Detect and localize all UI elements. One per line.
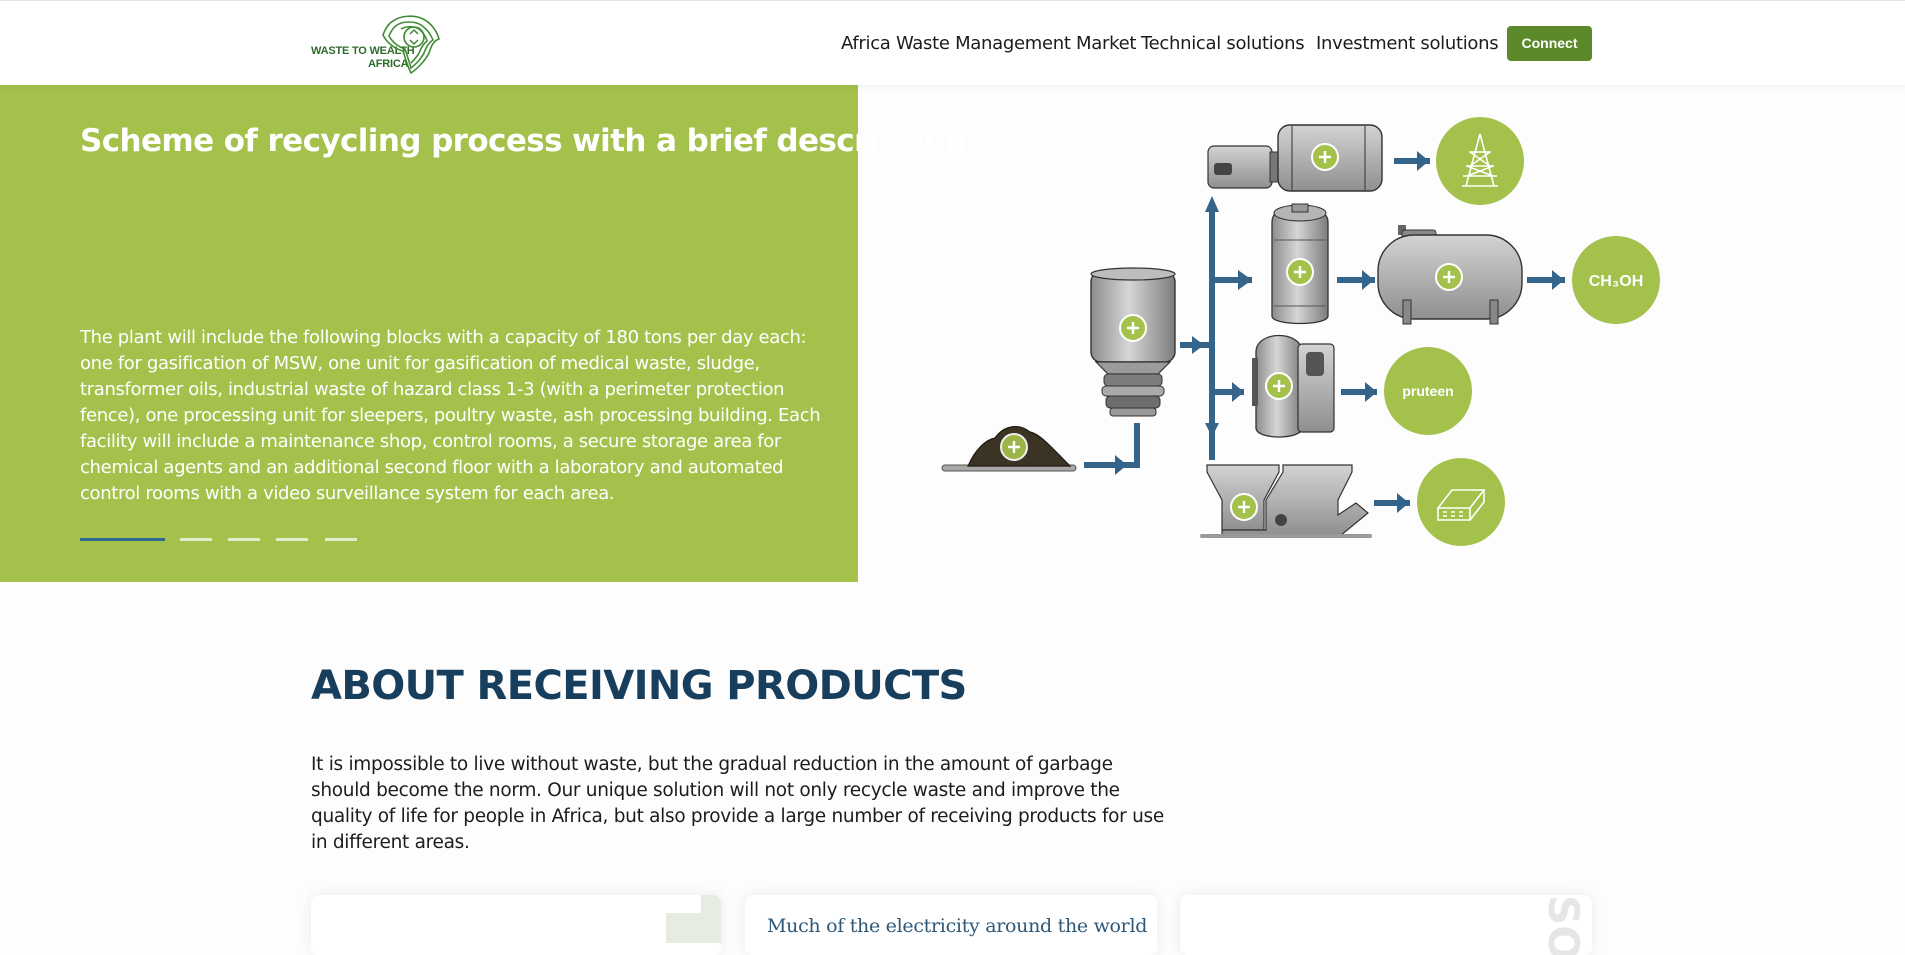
logo-text: WASTE TO WEALTH AFRICA	[311, 45, 415, 71]
output-methanol-label: CH₃OH	[1589, 273, 1644, 290]
card-side-text: SO	[1539, 895, 1588, 955]
slider-dot-2[interactable]	[180, 538, 212, 541]
about-text: It is impossible to live without waste, …	[311, 754, 1164, 853]
slider-dot-5[interactable]	[325, 538, 357, 541]
product-card-3[interactable]: SO	[1180, 895, 1592, 955]
output-pruteen-label: pruteen	[1402, 383, 1453, 399]
hero-panel: Scheme of recycling process with a brief…	[0, 85, 967, 582]
nav-technical-solutions[interactable]: Technical solutions	[1141, 33, 1305, 54]
generator-unit	[1207, 124, 1383, 192]
about-title: ABOUT RECEIVING PRODUCTS	[311, 663, 967, 709]
pipes	[1084, 151, 1565, 513]
bioreactor-unit	[1252, 334, 1335, 438]
product-card-1[interactable]	[311, 895, 721, 955]
nav-investment-solutions[interactable]: Investment solutions	[1316, 33, 1499, 54]
logo-line-1: WASTE TO WEALTH	[311, 45, 415, 57]
waste-pile	[941, 426, 1077, 472]
hero-title: Scheme of recycling process with a brief…	[80, 123, 967, 159]
hero-description: The plant will include the following blo…	[80, 327, 821, 504]
card-decoration	[701, 895, 721, 925]
output-building-block[interactable]	[1417, 458, 1505, 546]
output-electricity[interactable]	[1436, 117, 1524, 205]
nav-africa-waste-market[interactable]: Africa Waste Management Market	[841, 33, 1137, 54]
slider-dot-1[interactable]	[80, 538, 165, 541]
brick-block-icon	[1436, 489, 1486, 521]
output-methanol[interactable]: CH₃OH	[1572, 236, 1660, 324]
output-pruteen[interactable]: pruteen	[1384, 347, 1472, 435]
recycling-scheme-diagram: CH₃OH pruteen	[941, 117, 1660, 546]
hopper-unit	[1200, 464, 1372, 538]
site-header: WASTE TO WEALTH AFRICA Africa Waste Mana…	[0, 0, 1905, 85]
power-tower-icon	[1462, 133, 1498, 187]
africa-recycle-logo-icon	[382, 15, 440, 75]
storage-tank	[1377, 225, 1523, 325]
gasifier-vessel	[1090, 267, 1176, 417]
slider-dot-3[interactable]	[228, 538, 260, 541]
connect-button[interactable]: Connect	[1507, 26, 1592, 61]
slider-dot-4[interactable]	[276, 538, 308, 541]
site-logo[interactable]: WASTE TO WEALTH AFRICA	[311, 13, 446, 75]
logo-line-2: AFRICA	[368, 58, 409, 70]
product-card-2[interactable]: Much of the electricity around the world	[745, 895, 1157, 955]
card-title: Much of the electricity around the world	[767, 915, 1148, 937]
column-reactor	[1271, 203, 1329, 325]
